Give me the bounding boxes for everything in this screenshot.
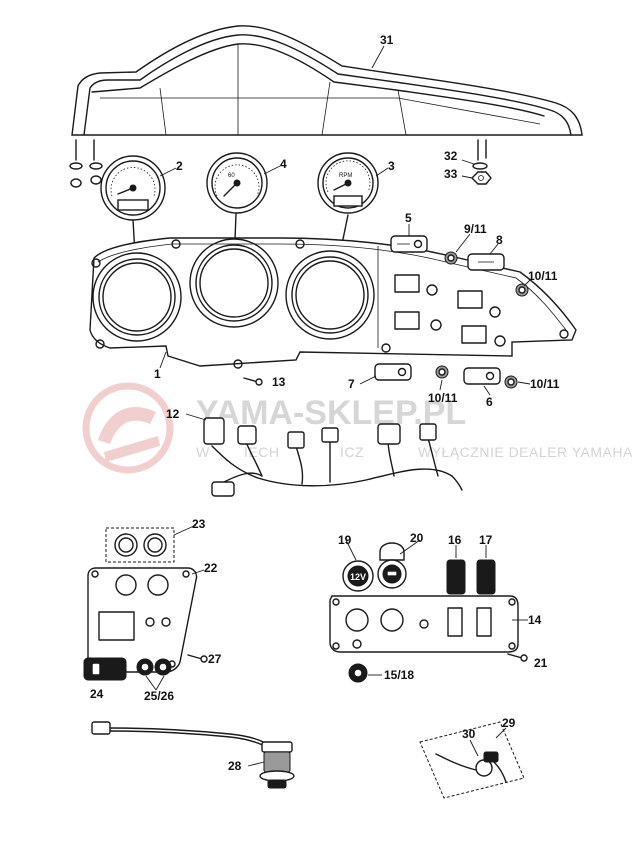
callout-31: 31: [380, 33, 394, 47]
callout-13: 13: [272, 375, 286, 389]
leader-lines: [145, 45, 531, 767]
callout-23: 23: [192, 517, 206, 531]
callout-10-11-c: 10/11: [530, 377, 560, 391]
callout-24: 24: [90, 687, 104, 701]
watermark-tagline-mid1: IECH: [244, 444, 279, 460]
part-16-switch: [446, 559, 466, 595]
part-32-washer: [472, 139, 488, 170]
cover-fasteners-left: [69, 139, 103, 188]
part-24-rocker-switch: [83, 657, 127, 681]
callout-28: 28: [228, 759, 242, 773]
part-7-switch: [374, 363, 412, 381]
part-22-sub-panel: [87, 567, 198, 673]
callout-27: 27: [208, 652, 222, 666]
part-8-switch: [467, 253, 505, 271]
callout-15-18: 15/18: [384, 668, 414, 682]
callout-1: 1: [154, 367, 161, 381]
callout-3: 3: [388, 159, 395, 173]
callout-14: 14: [528, 613, 542, 627]
callout-10-11-a: 10/11: [528, 269, 558, 283]
part-23-dashed-frame: [105, 527, 175, 563]
callout-17: 17: [479, 533, 493, 547]
part-29-key-kit-frame: [419, 721, 525, 799]
part-10-11-grommet-c: [504, 375, 518, 389]
part-31-dash-cover: [71, 25, 583, 136]
callout-16: 16: [448, 533, 462, 547]
callout-10-11-b: 10/11: [428, 391, 458, 405]
part-23-caps: [114, 533, 167, 557]
watermark-logo-icon: [82, 382, 174, 474]
part-30-key: [435, 751, 507, 783]
callout-33: 33: [444, 167, 458, 181]
callout-30: 30: [462, 727, 476, 741]
callout-25-26: 25/26: [144, 689, 174, 703]
watermark: YAMA-SKLEP.PL WYŁĄCZNIE DEALER YAMAHA W …: [82, 382, 633, 474]
watermark-tagline-left: W: [196, 444, 210, 460]
callout-5: 5: [405, 211, 412, 225]
part-20-usb-socket: [377, 542, 407, 589]
part-4-speedometer-gauge: 60: [206, 152, 268, 291]
part-10-11-grommet-b: [435, 365, 449, 379]
callout-8: 8: [496, 233, 503, 247]
callout-29: 29: [502, 716, 516, 730]
callout-4: 4: [280, 157, 287, 171]
callout-21: 21: [534, 656, 548, 670]
part-13-screw: [243, 377, 263, 386]
part-27-screw: [187, 654, 208, 663]
watermark-tagline: WYŁĄCZNIE DEALER YAMAHA: [418, 444, 633, 460]
speed-label: 60: [228, 173, 235, 179]
socket-12v-label: 12V: [350, 572, 366, 582]
rpm-label: RPM: [339, 173, 352, 179]
part-15-18-grommet: [348, 663, 368, 683]
part-17-switch: [476, 559, 496, 595]
part-19-12v-socket: 12V: [342, 560, 374, 592]
callout-6: 6: [486, 395, 493, 409]
part-21-screw: [507, 653, 528, 662]
part-28-bulkhead-connector: [91, 721, 295, 789]
part-25-26-grommets: [136, 658, 172, 676]
callout-9-11: 9/11: [464, 222, 487, 236]
part-6-switch: [463, 367, 501, 385]
callout-22: 22: [204, 561, 218, 575]
callout-32: 32: [444, 149, 458, 163]
part-1-dash-panel: [89, 237, 577, 369]
watermark-tagline-mid2: ICZ: [340, 444, 364, 460]
part-10-11-grommet-a: [515, 283, 529, 297]
part-14-sub-panel: [329, 595, 519, 653]
callout-2: 2: [176, 159, 183, 173]
callout-19: 19: [338, 533, 352, 547]
part-5-switch: [390, 235, 428, 253]
part-9-11-grommet: [444, 251, 458, 265]
part-12-wiring-harness: [203, 417, 463, 497]
callout-7: 7: [348, 377, 355, 391]
callout-12: 12: [166, 407, 180, 421]
part-33-nut: [471, 171, 492, 185]
callouts: 31 2 4 3 32 33 5 9/11 8 10/11 7 10/11 6 …: [90, 33, 560, 773]
callout-20: 20: [410, 531, 424, 545]
part-2-tachometer-gauge: [100, 155, 166, 306]
